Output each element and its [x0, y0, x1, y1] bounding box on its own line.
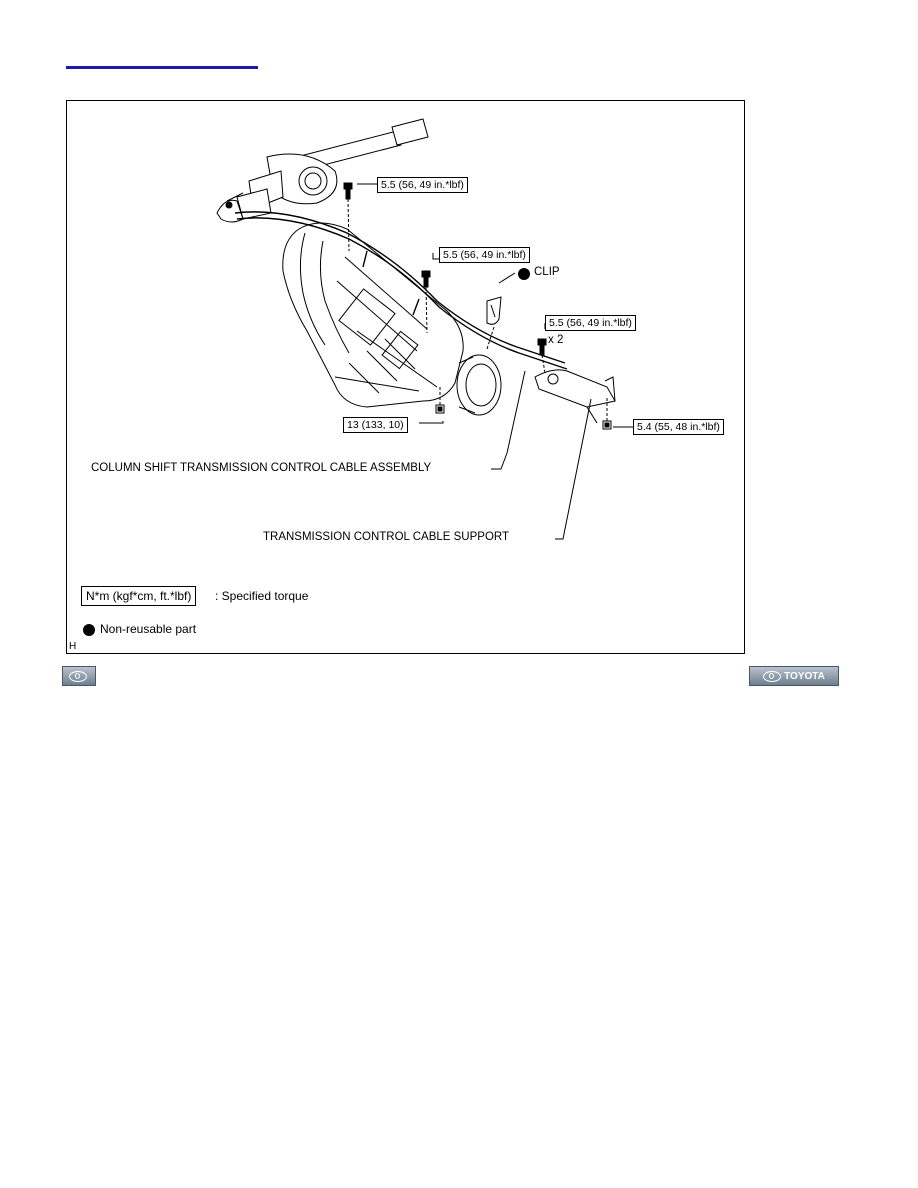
transmission-case [282, 222, 464, 408]
toyota-logo-icon [68, 670, 87, 682]
control-cable [234, 211, 568, 370]
non-reusable-clip-dot [518, 268, 530, 280]
torque-label-transmission-bolt: 5.5 (56, 49 in.*lbf) [439, 247, 530, 263]
clip-part [486, 296, 502, 325]
install-guides [347, 198, 608, 421]
torque-label-support-nut: 5.4 (55, 48 in.*lbf) [633, 419, 724, 435]
top-link-underline[interactable] [66, 66, 258, 69]
quantity-label: x 2 [548, 334, 564, 346]
column-lever [216, 192, 244, 223]
torque-label-support-bolts: 5.5 (56, 49 in.*lbf) [545, 315, 636, 331]
legend-torque-box: N*m (kgf*cm, ft.*lbf) [81, 586, 197, 606]
legend-non-reusable-text: Non-reusable part [100, 622, 197, 636]
figure-id: H [69, 641, 77, 652]
nav-toyota-button[interactable]: TOYOTA [749, 666, 839, 686]
clip-label: CLIP [534, 266, 560, 278]
installation-diagram: 5.5 (56, 49 in.*lbf) 5.5 (56, 49 in.*lbf… [66, 100, 745, 654]
steering-column [236, 118, 429, 220]
bolt-support [537, 338, 547, 356]
nut-transmission [435, 404, 445, 414]
toyota-logo-icon [763, 670, 782, 682]
nav-toyota-label: TOYOTA [784, 670, 825, 682]
torque-label-column-bolt: 5.5 (56, 49 in.*lbf) [377, 177, 468, 193]
part-label-cable-support: TRANSMISSION CONTROL CABLE SUPPORT [263, 531, 510, 543]
output-housing [456, 354, 502, 416]
bolt-column [343, 182, 353, 200]
torque-label-transmission-nut: 13 (133, 10) [343, 417, 408, 433]
part-label-cable-assembly: COLUMN SHIFT TRANSMISSION CONTROL CABLE … [91, 462, 432, 474]
legend-non-reusable-dot [83, 624, 95, 636]
bolt-transmission [421, 270, 431, 288]
nav-home-button[interactable] [62, 666, 96, 686]
leader-lines [357, 183, 633, 540]
nut-support [602, 420, 612, 430]
diagram-drawing [216, 118, 633, 540]
legend-torque-text: : Specified torque [215, 589, 309, 603]
cable-support-bracket [534, 369, 616, 424]
